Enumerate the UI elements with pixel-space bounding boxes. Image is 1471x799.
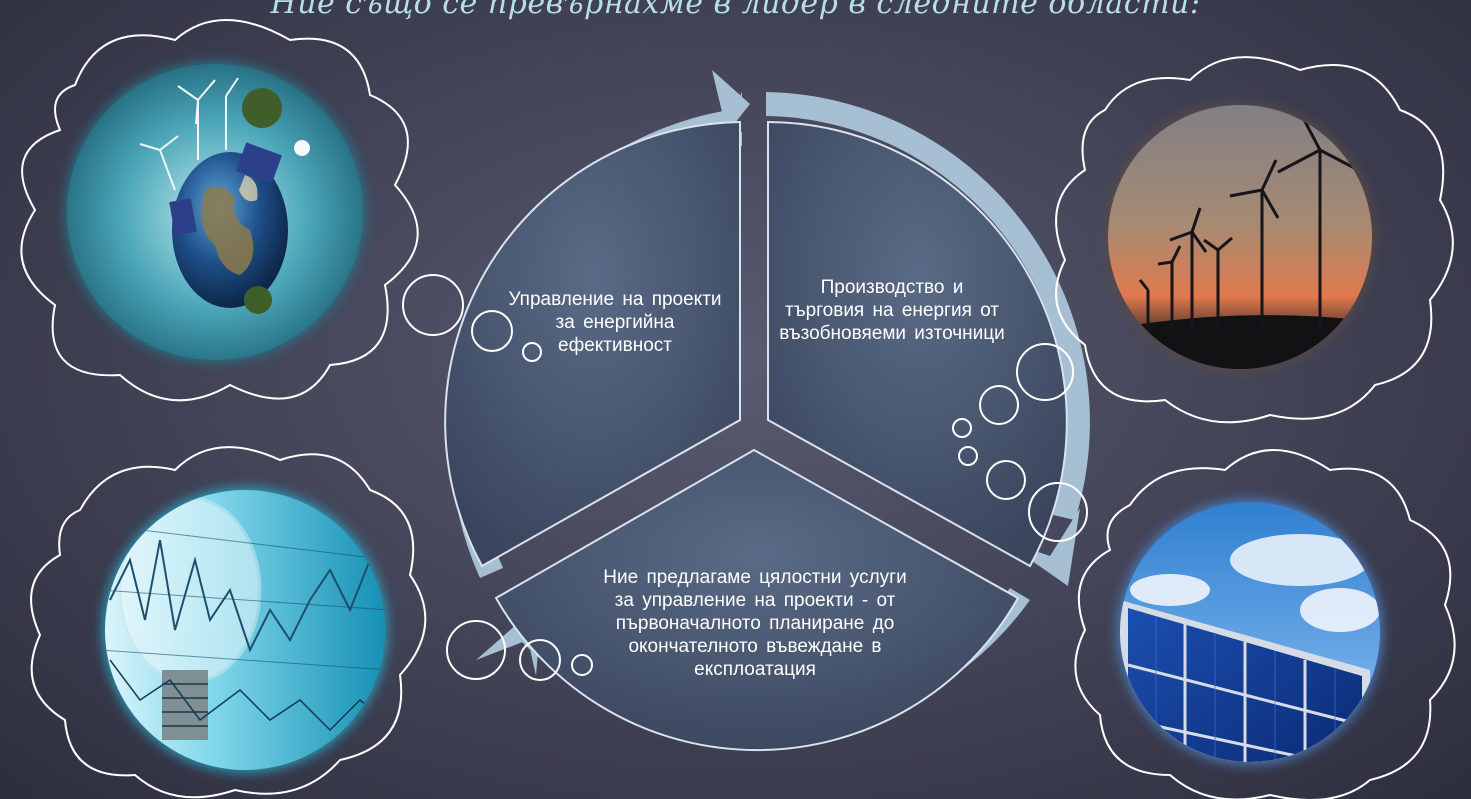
cloud-bubble xyxy=(979,385,1019,425)
segment-label-energy-efficiency: Управление на проекти за енергийна ефект… xyxy=(508,289,722,356)
cloud-bubble xyxy=(402,274,464,336)
cloud-bottom-left xyxy=(30,446,427,799)
segment-3-shape xyxy=(494,448,1020,752)
solar-panels-icon xyxy=(1118,500,1382,764)
cloud-bubble xyxy=(471,310,513,352)
cloud-bubble xyxy=(958,446,978,466)
segment-2-shape xyxy=(767,120,1068,568)
cloud-bottom-right xyxy=(1074,449,1456,799)
cloud-bubble xyxy=(952,418,972,438)
thought-clouds xyxy=(20,19,1456,799)
cloud-bubble xyxy=(986,460,1026,500)
cloud-bubble xyxy=(446,620,506,680)
segment-1-shape xyxy=(444,120,741,568)
segments xyxy=(444,120,1068,752)
arrowhead-right xyxy=(1002,508,1080,586)
cloud-top-left xyxy=(20,19,419,402)
segment-label-project-services: Ние предлагаме цялостни услуги за управл… xyxy=(603,567,907,680)
page-heading: Ние също се превърнахме в лидер в следни… xyxy=(270,0,1201,21)
cloud-bubble xyxy=(1028,482,1088,542)
cloud-top-right xyxy=(1055,56,1454,424)
cloud-bubble xyxy=(1016,343,1074,401)
cloud-bubble xyxy=(519,639,561,681)
cloud-bubble xyxy=(522,342,542,362)
wind-turbines-icon xyxy=(1106,103,1374,371)
cloud-bubble xyxy=(571,654,593,676)
globe-wind-solar-icon xyxy=(65,62,365,362)
segment-label-renewable-energy: Производство и търговия на енергия от въ… xyxy=(779,277,1005,344)
light-bulb-chart-icon xyxy=(103,488,387,772)
